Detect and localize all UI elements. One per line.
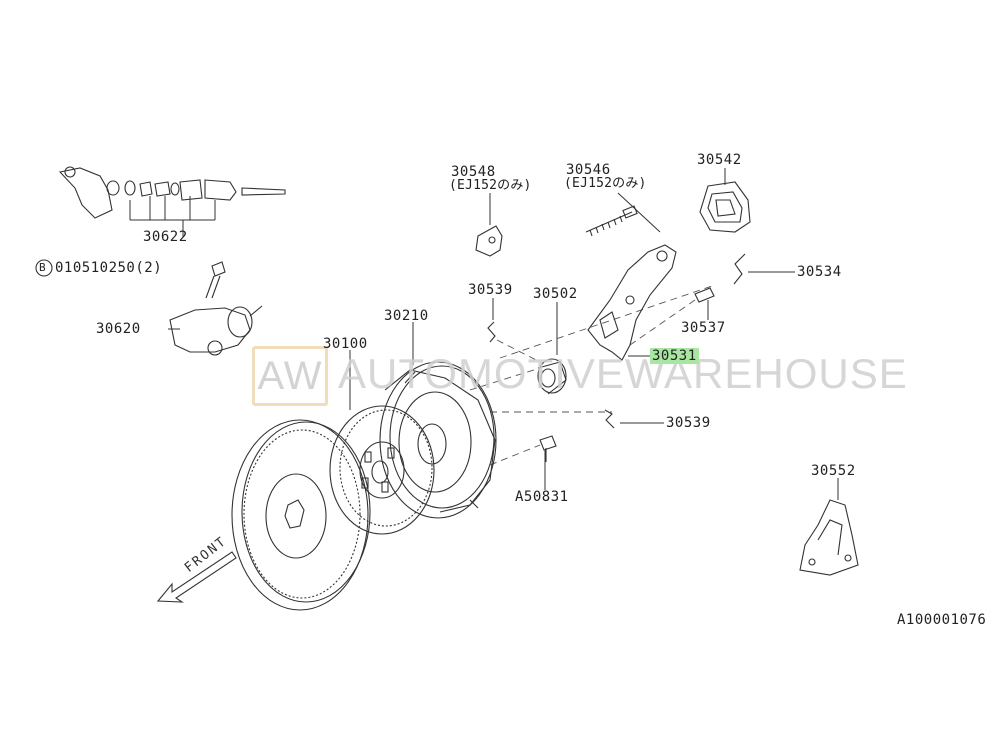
front-arrow: [156, 551, 237, 603]
watermark-text: AUTOMOTIVEWAREHOUSE: [338, 350, 908, 397]
label-30531-highlighted[interactable]: 30531: [650, 348, 699, 364]
bracket-30552: [799, 499, 859, 576]
label-A50831[interactable]: A50831: [515, 489, 569, 505]
clip-30539-bottom: [604, 409, 615, 429]
flywheel-30100: [231, 419, 371, 611]
label-30620[interactable]: 30620: [96, 321, 141, 337]
pressure-plate-30210: [379, 361, 497, 519]
note-30548: (EJ152のみ): [449, 178, 532, 193]
label-bolt-010510250[interactable]: 010510250(2): [55, 260, 163, 276]
label-30534[interactable]: 30534: [797, 264, 842, 280]
release-fork-30531: [587, 244, 677, 361]
label-30548[interactable]: 30548: [451, 164, 496, 180]
assembly-axis: [469, 284, 716, 466]
slave-cylinder-parts-30622: [58, 166, 286, 219]
release-bearing-30502: [537, 358, 567, 395]
spring-rod-30546: [585, 205, 638, 237]
pivot-30534: [733, 253, 746, 285]
label-30539-bottom[interactable]: 30539: [666, 415, 711, 431]
label-30537[interactable]: 30537: [681, 320, 726, 336]
label-30502[interactable]: 30502: [533, 286, 578, 302]
pivot-30537: [694, 287, 715, 303]
clip-30539-top: [487, 321, 496, 343]
watermark-logo: AW: [252, 346, 328, 406]
bolt-marker: B: [39, 261, 47, 274]
label-30552[interactable]: 30552: [811, 463, 856, 479]
label-30546[interactable]: 30546: [566, 162, 611, 178]
leader-lines: [129, 168, 839, 500]
label-30539-top[interactable]: 30539: [468, 282, 513, 298]
diagram-id: A100001076: [897, 612, 987, 628]
bracket-30548: [475, 225, 503, 257]
label-30542[interactable]: 30542: [697, 152, 742, 168]
boot-30542: [699, 181, 751, 233]
slave-cylinder-30620: [169, 261, 263, 356]
label-30622[interactable]: 30622: [143, 229, 188, 245]
bolt-marker-circle: [35, 259, 53, 277]
label-30100[interactable]: 30100: [323, 336, 368, 352]
label-30210[interactable]: 30210: [384, 308, 429, 324]
note-30546: (EJ152のみ): [564, 176, 647, 191]
clutch-disc: [329, 405, 435, 535]
bolt-A50831: [539, 435, 557, 462]
